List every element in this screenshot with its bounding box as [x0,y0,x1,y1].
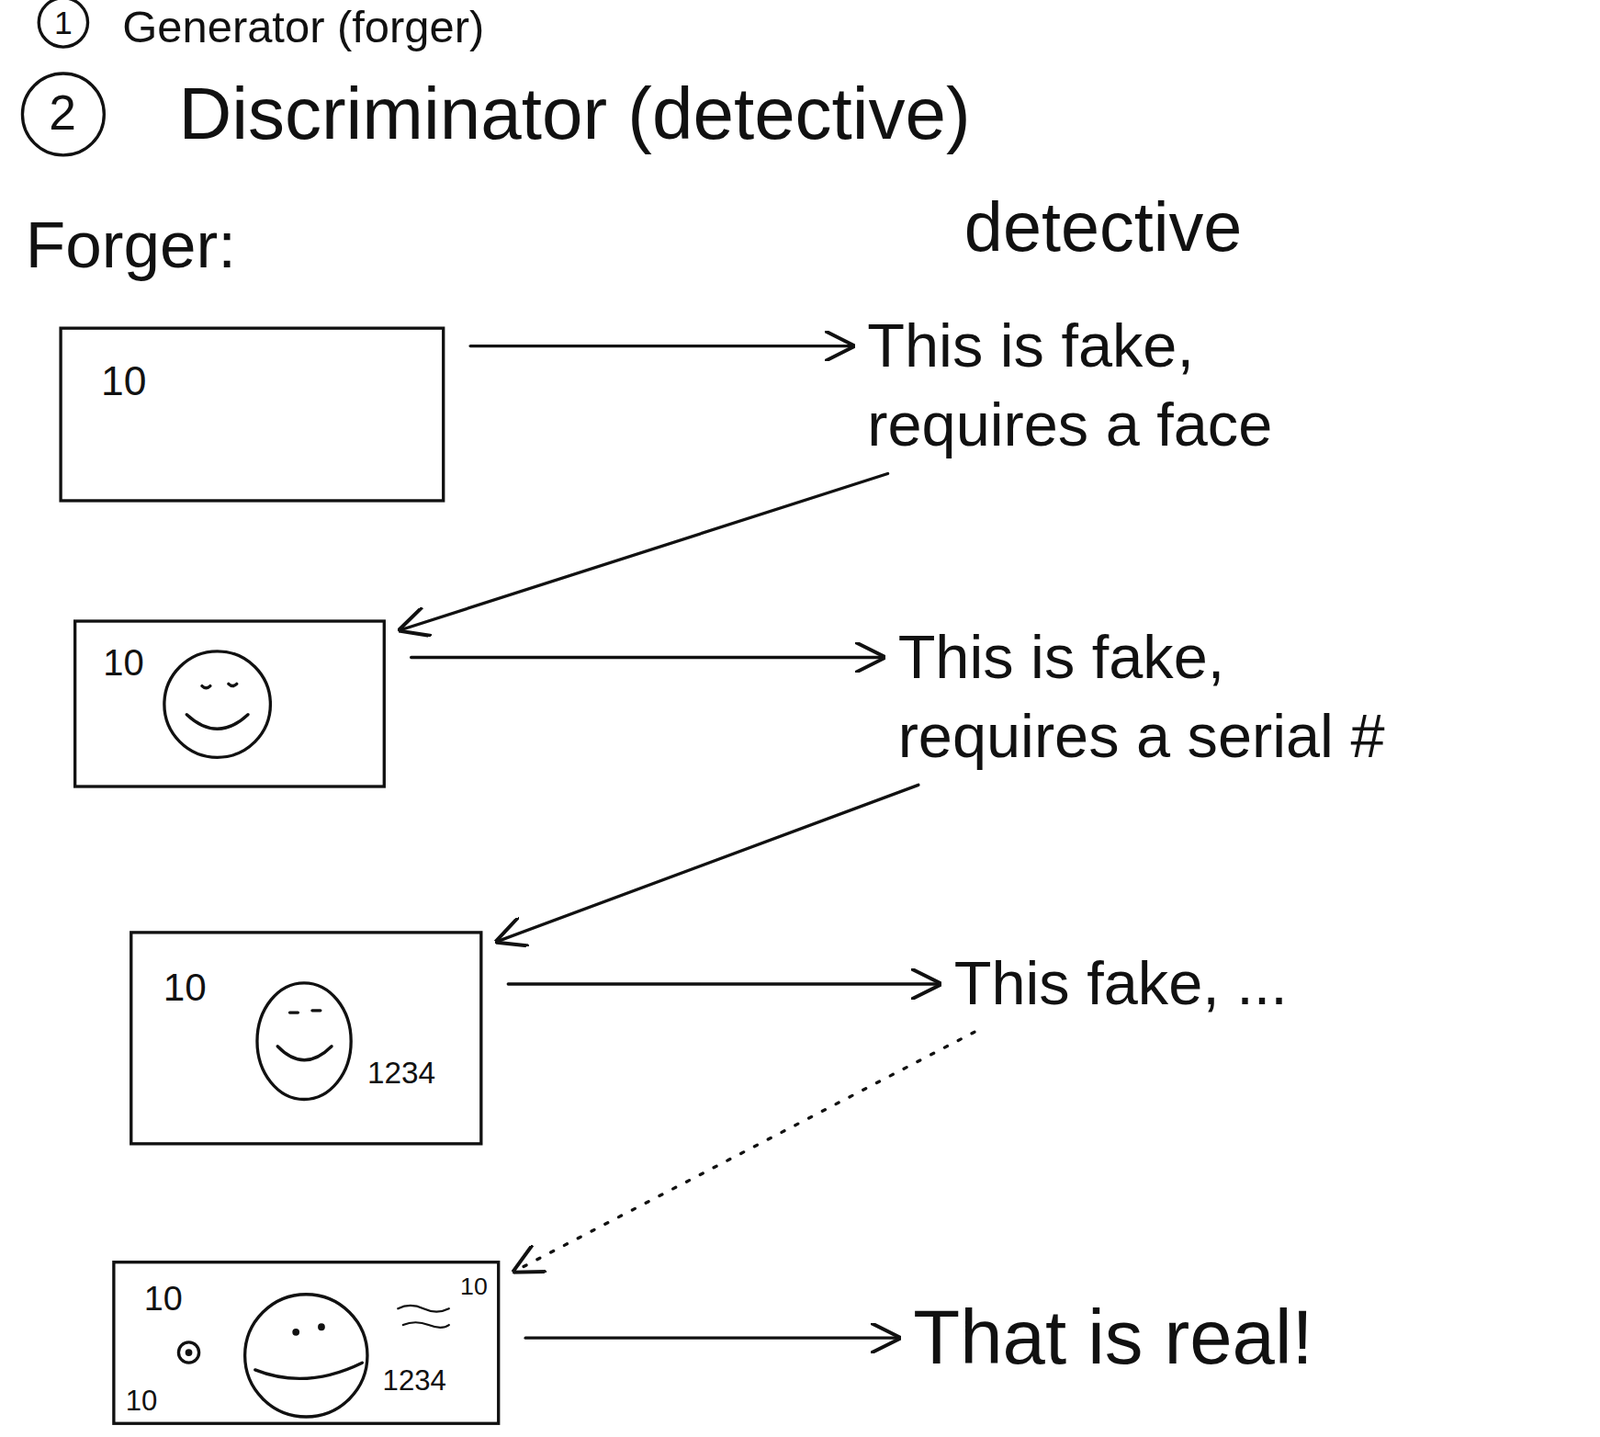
verdict-text: This fake, ... [954,944,1526,1025]
arrow-connector [401,473,889,630]
arrow-connector [525,1336,899,1340]
heading-label: detective [964,185,1242,270]
denomination-number: 10 [125,1383,158,1418]
verdict-text-box: This is fake, requires a serial # [898,617,1434,777]
denomination-number: 10 [102,641,144,686]
wavy-lines [397,1305,450,1328]
heading-label: Discriminator (detective) [178,69,970,158]
denomination-number: 10 [144,1277,183,1319]
denomination-number: 10 [163,964,207,1012]
verdict-text: This is fake, requires a serial # [898,617,1434,777]
banknote-box: 10 [58,326,445,503]
heading-label: Forger: [25,205,237,284]
verdict-text-box: This fake, ... [954,944,1526,1025]
callout-number: 2 [48,83,77,143]
verdict-text-box: That is real! [912,1287,1526,1387]
face-drawing [245,1294,368,1417]
arrow-connector [497,784,919,941]
seal-drawing [178,1341,199,1363]
face-drawing [164,651,271,758]
banknote-box: 10 [73,619,386,788]
arrow-connector [507,981,939,985]
verdict-text: This is fake, requires a face [867,305,1403,465]
arrow-connector [411,655,883,659]
face-drawing [257,982,351,1100]
denomination-number: 10 [460,1271,488,1301]
denomination-number: 10 [101,356,147,406]
banknote-box: 10 1234 [129,930,483,1145]
banknote-box: 10 10 1234 10 [112,1260,500,1425]
denomination-number: 1234 [383,1363,447,1398]
callout-number: 1 [54,2,73,43]
verdict-text: That is real! [912,1287,1526,1387]
number-circle [38,0,88,47]
number-circle [22,73,104,156]
denomination-number: 1234 [367,1054,436,1092]
heading-label: Generator (forger) [122,0,485,55]
arrow-connector [470,344,853,348]
arrow-connector [515,1031,975,1271]
verdict-text-box: This is fake, requires a face [867,305,1403,465]
